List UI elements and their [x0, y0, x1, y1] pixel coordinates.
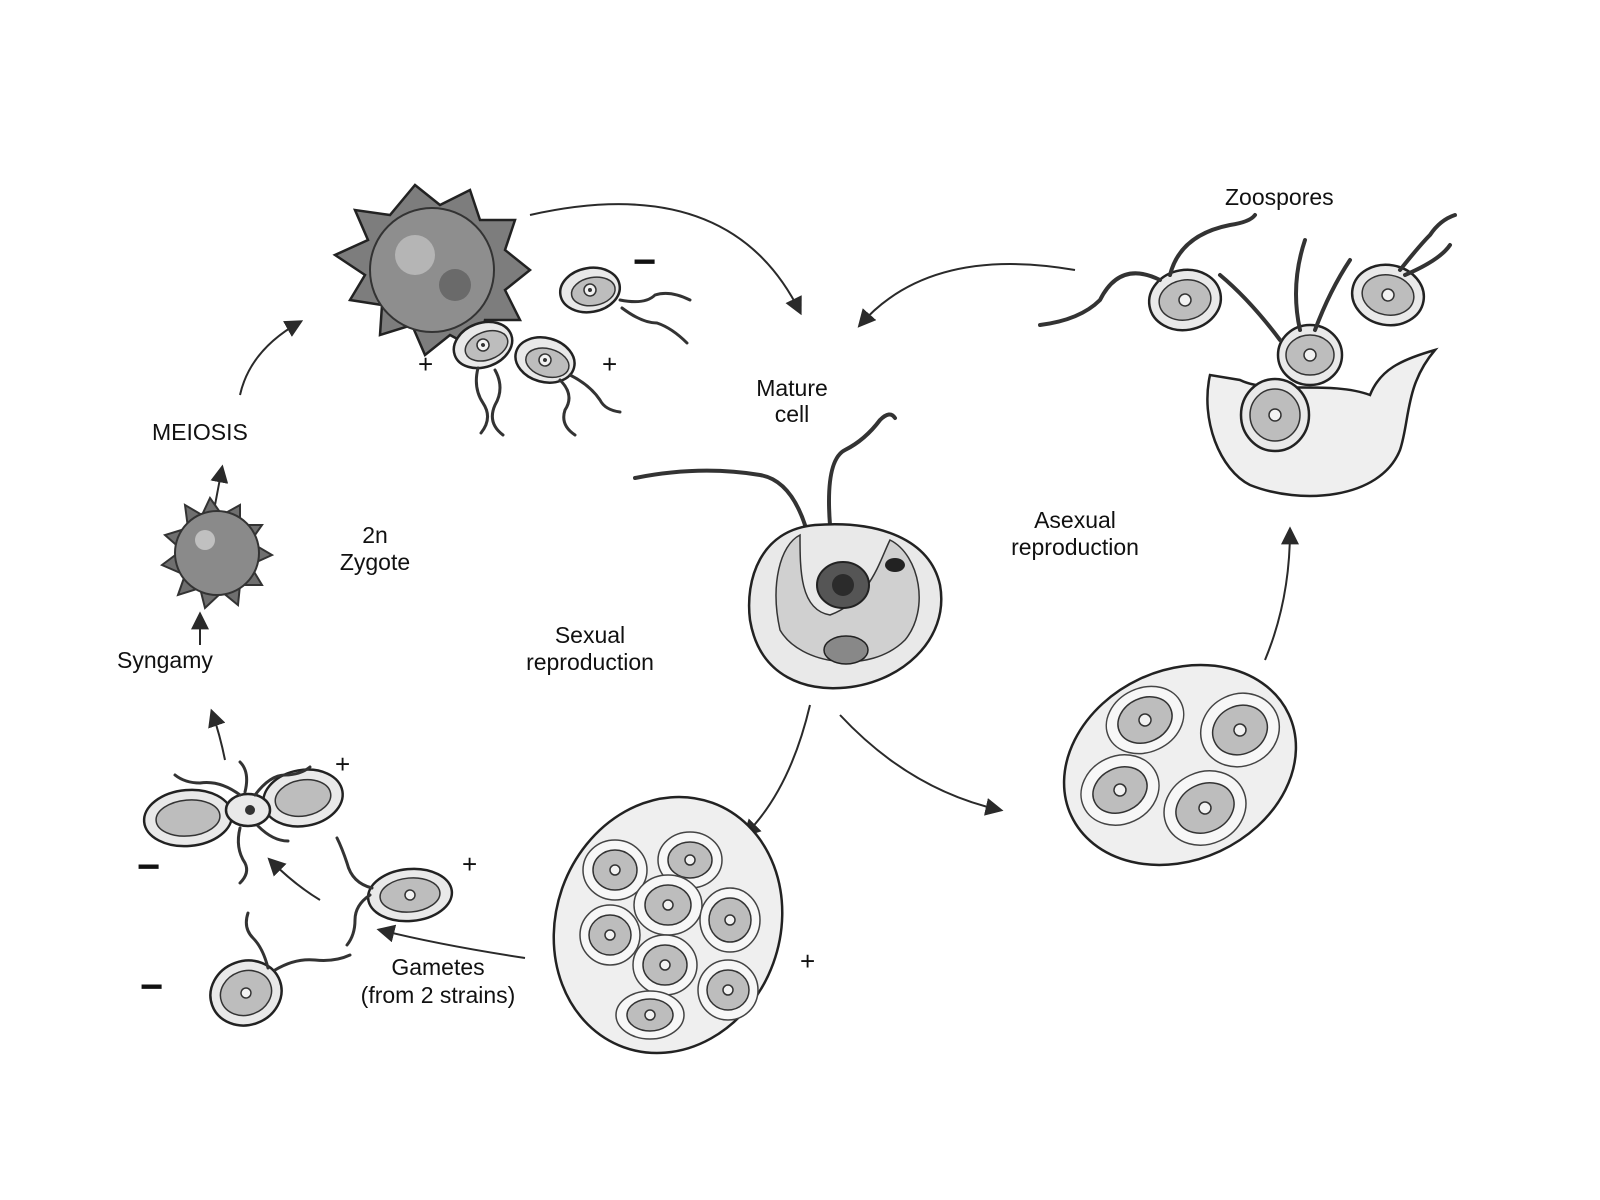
- label-zoospores: Zoospores: [1225, 184, 1334, 210]
- plus-sign-meiosis-left: +: [418, 349, 433, 379]
- plus-sign-gamete: +: [462, 849, 477, 879]
- spiny-zygote-large: [332, 183, 533, 357]
- arrow-meiosis-to-spiny-zygote: [239, 320, 304, 396]
- label-gametes-line1: Gametes: [391, 954, 484, 980]
- arrow-zoospore-sac-to-zoospores: [1264, 526, 1299, 661]
- arrow-fusion-to-syngamy: [208, 708, 226, 761]
- arrow-zygote-to-meiosis: [210, 464, 229, 506]
- label-mature-cell-line2: cell: [775, 401, 810, 427]
- plus-sign-fusion: +: [335, 749, 350, 779]
- label-zygote-line2: Zygote: [340, 549, 410, 575]
- gamete-sporangium: [552, 795, 784, 1055]
- arrow-zoospores-to-mature-cell: [857, 263, 1076, 328]
- label-asexual-line1: Asexual: [1034, 507, 1116, 533]
- gamete-minus: [209, 911, 352, 1027]
- arrow-gamete-sac-to-gametes: [376, 924, 526, 959]
- plus-sign-gamete-sac: +: [800, 946, 815, 976]
- label-asexual-line2: reproduction: [1011, 534, 1139, 560]
- label-sexual-line2: reproduction: [526, 649, 654, 675]
- gamete-fusion: [142, 760, 344, 885]
- minus-sign-meiosis: −: [633, 240, 656, 284]
- labels: Zoospores Mature cell Asexual reproducti…: [117, 184, 1334, 1008]
- label-zygote-line1: 2n: [362, 522, 388, 548]
- label-meiosis: MEIOSIS: [152, 419, 248, 445]
- minus-sign-fusion: −: [137, 845, 160, 889]
- zoospore-sporangium: [1062, 663, 1298, 867]
- plus-sign-meiosis-right: +: [602, 349, 617, 379]
- label-sexual-line1: Sexual: [555, 622, 625, 648]
- label-syngamy: Syngamy: [117, 647, 213, 673]
- arrow-mature-cell-to-gamete-sac: [742, 704, 811, 838]
- zygote-small: [160, 496, 275, 610]
- mature-cell: [633, 412, 943, 690]
- arrow-gamete-plus-to-fusion: [267, 857, 321, 901]
- label-mature-cell-line1: Mature: [756, 375, 828, 401]
- arrow-spiny-zygote-to-mature-cell: [529, 203, 802, 316]
- meiosis-products: [446, 261, 692, 437]
- zoospores-group: [1038, 213, 1457, 498]
- minus-sign-gamete: −: [140, 965, 163, 1009]
- label-gametes-line2: (from 2 strains): [361, 982, 516, 1008]
- cycle-arrows: [191, 203, 1299, 959]
- gamete-plus: [335, 836, 454, 947]
- arrow-mature-cell-to-zoospore-sac: [839, 714, 1004, 816]
